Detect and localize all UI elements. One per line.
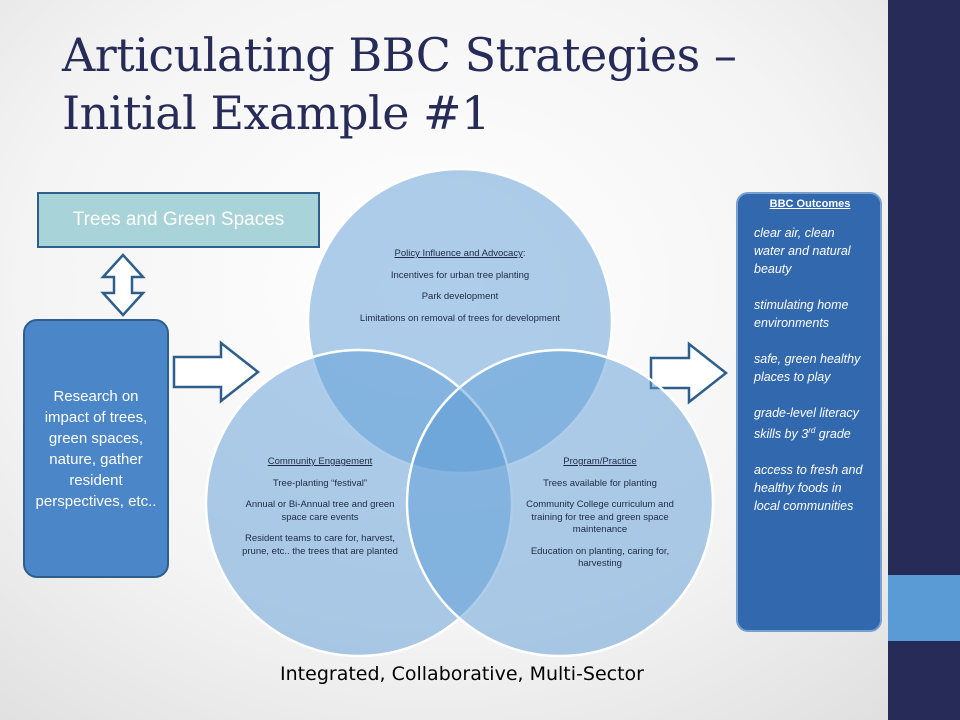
community-item: Annual or Bi-Annual tree and green space… <box>245 499 395 523</box>
program-item: Trees available for planting <box>543 477 657 489</box>
program-heading: Program/Practice <box>563 456 637 467</box>
outcome-superscript: rd <box>808 426 816 435</box>
circle-program <box>405 348 715 658</box>
policy-text: Policy Influence and Advocacy: Incentive… <box>355 248 565 334</box>
program-item: Community College curriculum and trainin… <box>526 499 674 535</box>
community-item: Tree-planting “festival” <box>272 477 368 489</box>
policy-item: Park development <box>421 291 499 302</box>
slide-title: Articulating BBC Strategies – Initial Ex… <box>62 28 737 140</box>
policy-heading: Policy Influence and Advocacy <box>394 248 523 259</box>
policy-item: Incentives for urban tree planting <box>390 269 530 281</box>
double-arrow-icon <box>100 253 146 317</box>
research-label: Research on impact of trees, green space… <box>35 387 157 510</box>
outcomes-title: BBC Outcomes <box>769 198 851 210</box>
outcome-suffix: grade <box>815 427 851 442</box>
policy-item: Limitations on removal of trees for deve… <box>359 312 561 324</box>
community-text: Community Engagement Tree-planting “fest… <box>235 456 405 567</box>
outcome-item: access to fresh and healthy foods in loc… <box>754 463 863 514</box>
program-item: Education on planting, caring for, harve… <box>530 545 670 570</box>
outcomes-box: BBC Outcomes clear air, clean water and … <box>736 192 882 632</box>
outcome-item: clear air, clean water and natural beaut… <box>754 226 851 276</box>
outcome-item: grade-level literacy skills by 3rd grade <box>754 404 866 443</box>
outcome-item: safe, green healthy places to play <box>754 352 861 384</box>
right-arrow-icon <box>172 340 261 404</box>
program-text: Program/Practice Trees available for pla… <box>510 456 690 580</box>
community-heading: Community Engagement <box>267 456 373 467</box>
topic-label: Trees and Green Spaces <box>72 209 285 230</box>
footer-label: Integrated, Collaborative, Multi-Sector <box>280 663 644 685</box>
sidebar-accent-block <box>888 575 960 641</box>
topic-box: Trees and Green Spaces <box>37 192 320 248</box>
community-item: Resident teams to care for, harvest, pru… <box>242 533 398 557</box>
outcome-item: stimulating home environments <box>754 298 849 330</box>
outcome-text: grade-level literacy skills by 3 <box>754 406 859 442</box>
research-box: Research on impact of trees, green space… <box>23 319 169 578</box>
